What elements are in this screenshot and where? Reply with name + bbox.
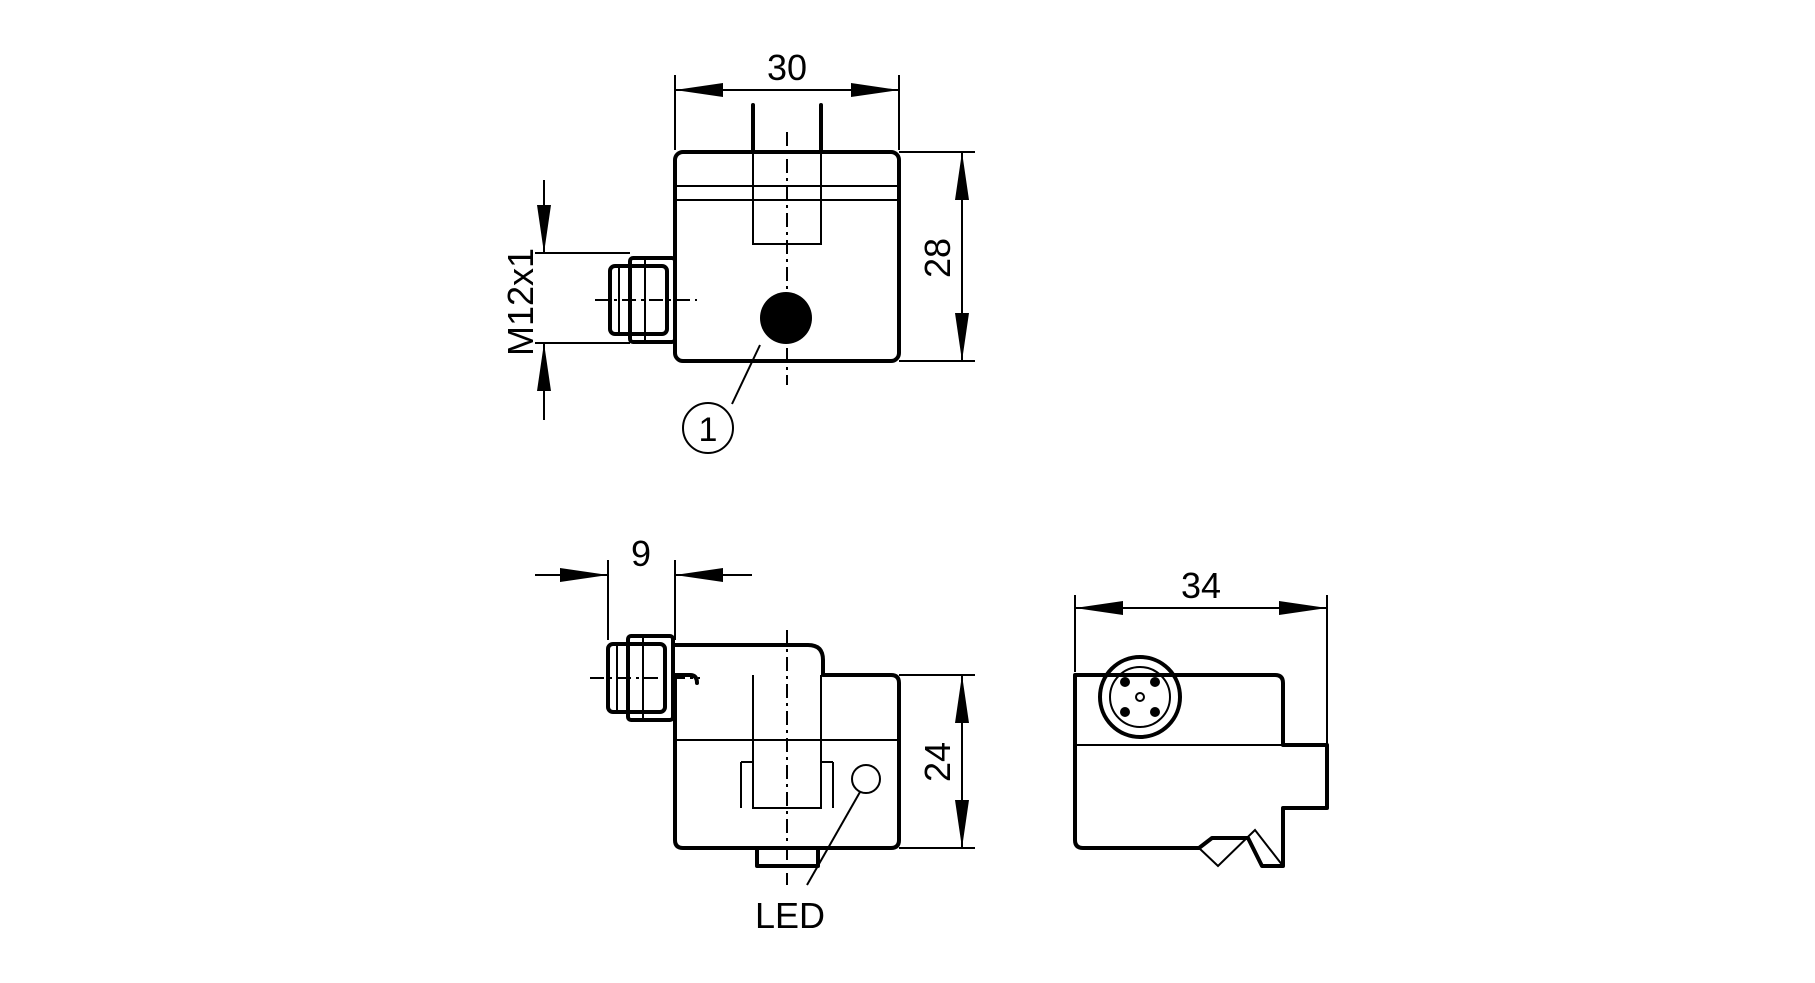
connector-nut	[608, 264, 669, 336]
dim-24-arrow-bottom	[955, 800, 969, 848]
dim-34-label: 34	[1181, 565, 1221, 606]
dim-30-label: 30	[767, 47, 807, 88]
led-label: LED	[755, 895, 825, 936]
connector-pin-2	[1150, 677, 1160, 687]
side-view-notch	[673, 673, 699, 685]
dim-9-arrow-right	[675, 568, 723, 582]
dim-28-arrow-bottom	[955, 313, 969, 361]
thread-arrow-top	[537, 205, 551, 253]
end-view-groove	[1198, 828, 1284, 868]
connector-face-outer	[1098, 655, 1182, 739]
thread-arrow-bottom	[537, 343, 551, 391]
side-led-circle	[851, 764, 881, 794]
callout-circle	[682, 402, 734, 454]
connector-face-inner	[1109, 666, 1171, 728]
side-view: LED 9 24	[535, 533, 975, 936]
dim-28-arrow-top	[955, 152, 969, 200]
dim-28-label: 28	[917, 238, 958, 278]
led-leader	[806, 791, 861, 886]
connector-center	[1135, 692, 1145, 702]
end-view-body	[1073, 673, 1329, 868]
connector-pin-3	[1120, 707, 1130, 717]
top-view: 1 30 28 M12x1	[500, 47, 975, 454]
dim-9-arrow-left	[560, 568, 608, 582]
callout-leader	[731, 344, 761, 405]
dim-30-arrow-right	[851, 83, 899, 97]
end-view: 34	[1073, 565, 1329, 868]
connector-pin-1	[1120, 677, 1130, 687]
dim-30-arrow-left	[675, 83, 723, 97]
dim-34-arrow-right	[1279, 601, 1327, 615]
dim-24-arrow-top	[955, 675, 969, 723]
dim-9-label: 9	[631, 533, 651, 574]
dim-24-label: 24	[917, 742, 958, 782]
side-view-slot	[752, 675, 822, 809]
led-indicator-dot	[760, 292, 812, 344]
connector-pin-4	[1150, 707, 1160, 717]
dim-34-arrow-left	[1075, 601, 1123, 615]
side-view-body	[673, 643, 901, 850]
callout-number: 1	[699, 411, 718, 449]
thread-label: M12x1	[500, 248, 541, 356]
